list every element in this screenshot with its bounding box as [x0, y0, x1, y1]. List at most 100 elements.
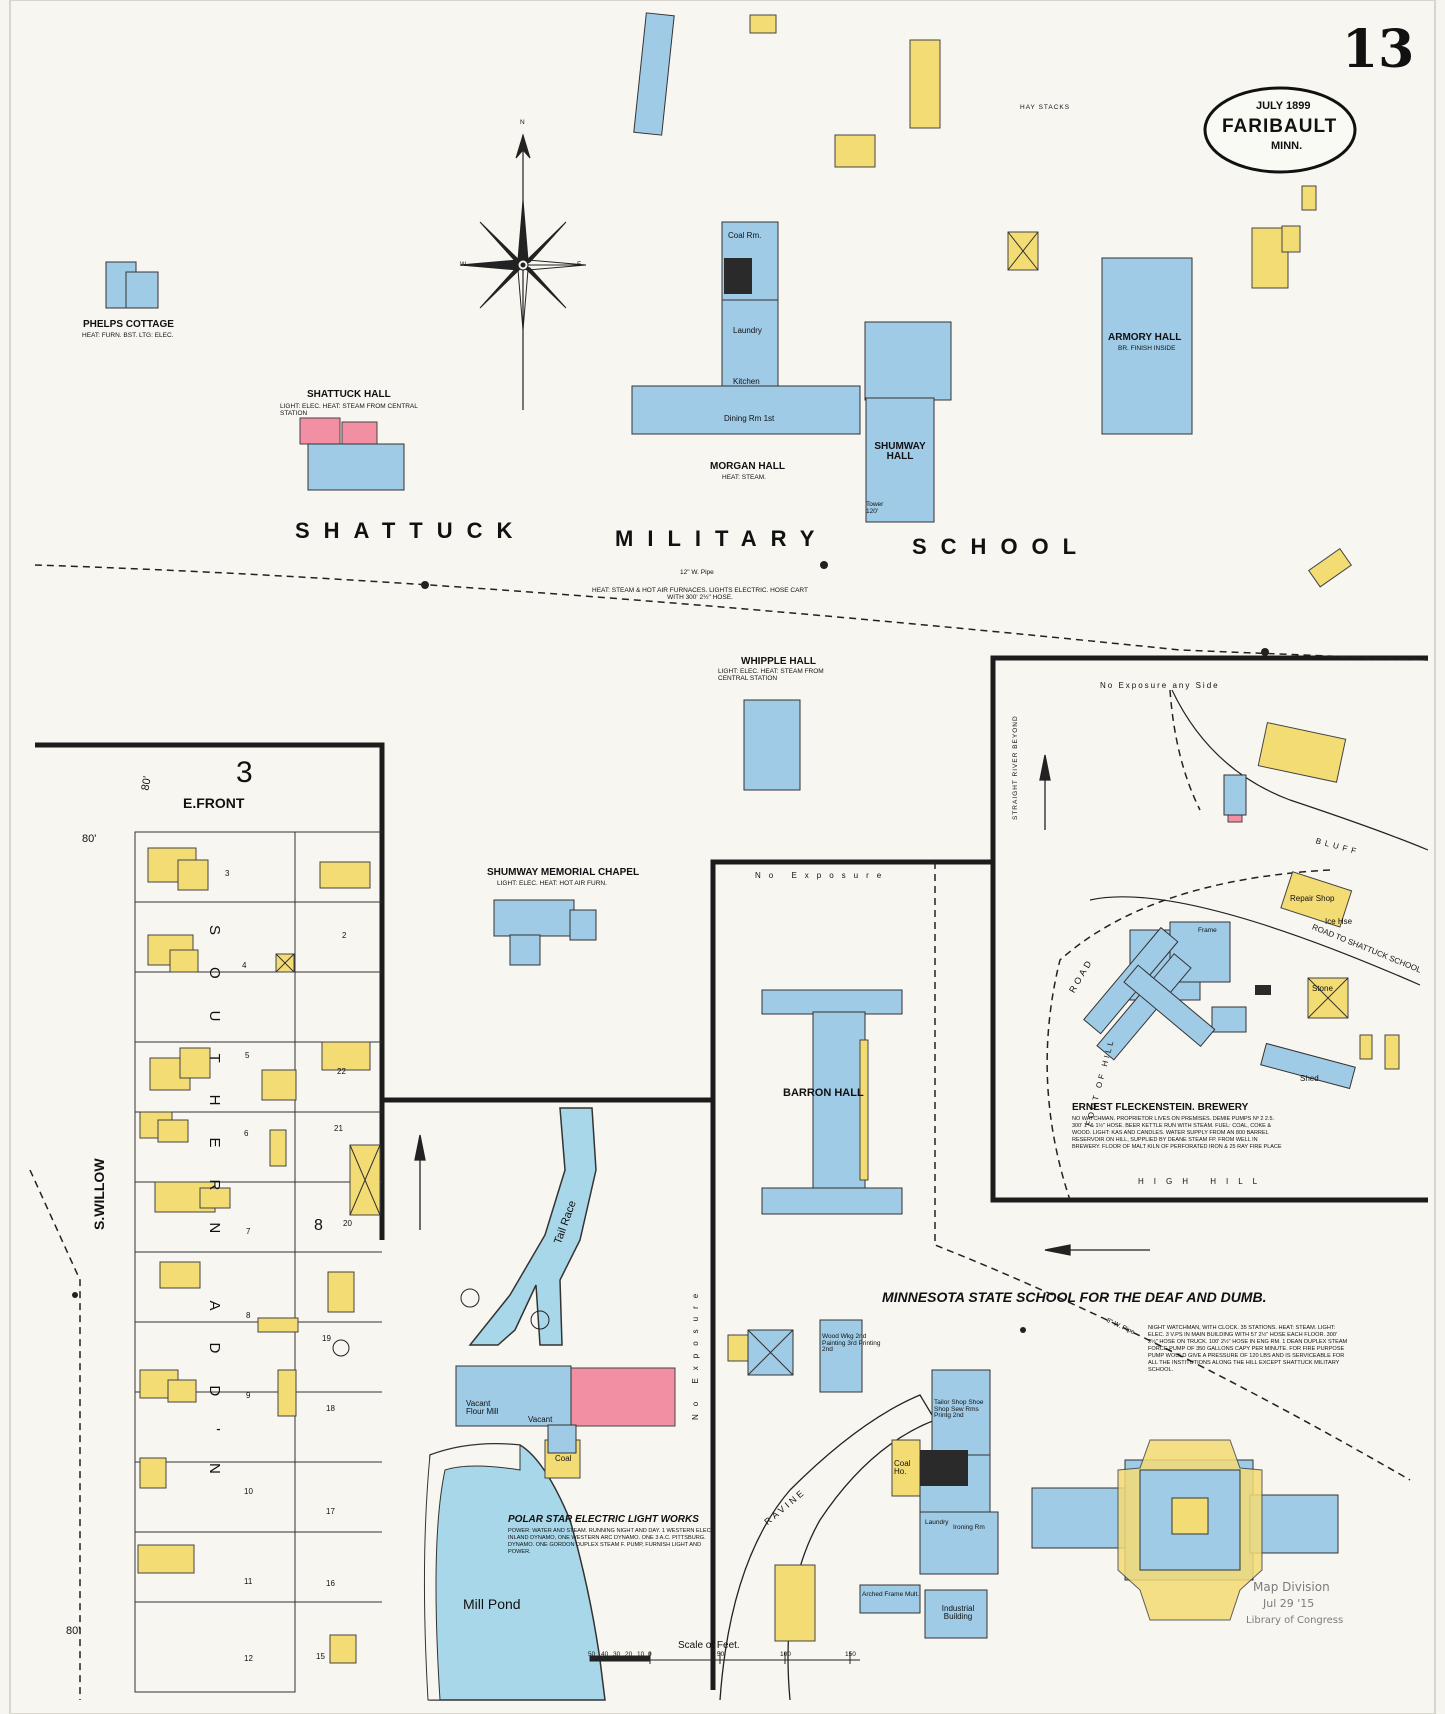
library-stamp-line2: Jul 29 '15	[1263, 1597, 1315, 1610]
block-boundaries	[35, 655, 1428, 1690]
industrial-building-label: Industrial Building	[941, 1604, 975, 1621]
compass-e: E	[577, 261, 582, 268]
polar-star-note: POWER: WATER AND STEAM. RUNNING NIGHT AN…	[508, 1528, 713, 1555]
shumway-tower: Tower 120'	[866, 501, 884, 515]
pond-bank	[423, 1443, 521, 1701]
vacant-label: Vacant	[528, 1415, 553, 1424]
exposure-note: No Exposure	[755, 871, 890, 880]
scale-tick: 150	[845, 1651, 856, 1658]
shumway-hall-label: SHUMWAY HALL	[874, 441, 926, 462]
lot-number: 5	[245, 1051, 250, 1060]
compass-rose	[459, 133, 587, 410]
brewery-note: NO WATCHMAN. PROPRIETOR LIVES ON PREMISE…	[1072, 1116, 1282, 1150]
brewery-shed: Shed	[1300, 1074, 1319, 1083]
morgan-kitchen: Kitchen	[733, 377, 760, 386]
lot-number: 12	[244, 1654, 253, 1663]
cartouche-state: MINN.	[1271, 140, 1303, 152]
morgan-laundry: Laundry	[733, 326, 762, 335]
coal-ho-label: Coal Ho.	[894, 1459, 911, 1476]
road-line	[1089, 896, 1421, 986]
scale-tick: 30	[613, 1651, 621, 1658]
main-pipe-label: 12" W. Pipe	[680, 569, 714, 576]
scale-tick: 50	[588, 1651, 596, 1658]
lot-number: 9	[246, 1391, 251, 1400]
lot-number: 16	[326, 1579, 335, 1588]
title-shattuck: SHATTUCK	[295, 518, 527, 543]
dashed-lines	[29, 564, 1429, 1700]
armory-hall-label: ARMORY HALL	[1108, 332, 1182, 343]
exposure-note: No Exposure any Side	[1100, 681, 1220, 690]
cartouche-date: JULY 1899	[1256, 100, 1311, 112]
brewery-label: ERNEST FLECKENSTEIN. BREWERY	[1072, 1102, 1249, 1113]
morgan-hall-note: HEAT: STEAM.	[722, 474, 766, 481]
lot-number: 2	[342, 931, 347, 940]
morgan-dining: Dining Rm 1st	[724, 414, 775, 423]
x-marks	[275, 231, 1349, 1376]
morgan-coal-room: Coal Rm.	[728, 231, 762, 240]
sheet-number: 13	[1342, 19, 1415, 80]
compass-n: N	[520, 119, 525, 126]
lot-number: 3	[225, 869, 230, 878]
main-building-dome	[1171, 1497, 1209, 1535]
lot-number: 18	[326, 1404, 335, 1413]
brewery-stone: Stone	[1312, 984, 1333, 993]
lot-number: 6	[244, 1129, 249, 1138]
bluff-edge	[1171, 689, 1429, 851]
scale-tick: 0	[648, 1651, 652, 1658]
lot-number: 21	[334, 1124, 343, 1133]
street-width: 80'	[82, 833, 97, 845]
lot-number: 22	[337, 1067, 346, 1076]
brewery-ice-hse: Ice Hse	[1325, 917, 1353, 926]
scale-tick: 50	[717, 1651, 725, 1658]
tail-race-water	[468, 1107, 597, 1346]
library-stamp-line1: Map Division	[1253, 1580, 1330, 1594]
state-school-label: MINNESOTA STATE SCHOOL FOR THE DEAF AND …	[882, 1289, 1267, 1305]
lot-number: 15	[316, 1652, 325, 1661]
phelps-cottage-note: HEAT: FURN. BST. LTG: ELEC.	[82, 332, 174, 339]
whipple-hall-label: WHIPPLE HALL	[741, 656, 816, 667]
straight-river: STRAIGHT RIVER BEYOND	[1012, 715, 1019, 820]
scale-tick: 20	[625, 1651, 633, 1658]
southern-addition: SOUTHERN ADD'N	[206, 925, 223, 1506]
coal-label: Coal	[555, 1454, 572, 1463]
library-stamp-line3: Library of Congress	[1246, 1615, 1344, 1626]
brick-structures	[299, 417, 1243, 1427]
whipple-hall-note: LIGHT: ELEC. HEAT: STEAM FROM CENTRAL ST…	[718, 668, 824, 682]
lot-number: 20	[343, 1219, 352, 1228]
title-military: MILITARY	[615, 526, 829, 551]
e-front-street: E.FRONT	[183, 795, 245, 811]
lot-number: 4	[242, 961, 247, 970]
scale-label: Scale of Feet.	[678, 1640, 740, 1651]
scale-tick: 100	[780, 1651, 791, 1658]
polar-star-label: POLAR STAR ELECTRIC LIGHT WORKS	[508, 1514, 699, 1525]
lot-number: 19	[322, 1334, 331, 1343]
s-willow-street: S.WILLOW	[91, 1158, 107, 1230]
heat-note: HEAT: STEAM & HOT AIR FURNACES. LIGHTS E…	[592, 587, 808, 601]
brewery-wings	[1083, 926, 1216, 1061]
boiler-rooms	[724, 258, 1271, 1486]
armory-hall-note: BR. FINISH INSIDE	[1118, 345, 1176, 352]
shattuck-hall-note: LIGHT: ELEC. HEAT: STEAM FROM CENTRAL ST…	[280, 403, 418, 417]
chapel-label: SHUMWAY MEMORIAL CHAPEL	[487, 867, 640, 878]
cartouche-oval	[1203, 86, 1357, 174]
wood-wkg-label: Wood Wkg 2nd Painting 3rd Printing 2nd	[822, 1333, 881, 1353]
block-3-number: 3	[236, 756, 253, 789]
mill-pond-label: Mill Pond	[463, 1596, 521, 1612]
ironing-rm-label: Ironing Rm	[953, 1524, 985, 1531]
shattuck-hall-label: SHATTUCK HALL	[307, 389, 391, 400]
arched-frame-label: Arched Frame Mult.	[862, 1591, 920, 1598]
lot-number: 10	[244, 1487, 253, 1496]
hydrants	[72, 561, 1269, 1333]
lot-number: 11	[244, 1577, 253, 1586]
morgan-hall-label: MORGAN HALL	[710, 461, 785, 472]
chapel-note: LIGHT: ELEC. HEAT: HOT AIR FURN.	[497, 880, 607, 887]
compass-w: W	[460, 261, 467, 268]
exposure-note: No Exposure	[691, 1285, 700, 1420]
high-hill: HIGH HILL	[1138, 1177, 1268, 1186]
state-school-note: NIGHT WATCHMAN, WITH CLOCK. 35 STATIONS.…	[1148, 1325, 1348, 1373]
cartouche-city: FARIBAULT	[1222, 116, 1338, 137]
vacant-flour-mill: Vacant Flour Mill	[466, 1399, 499, 1416]
lot-number: 8	[246, 1311, 251, 1320]
